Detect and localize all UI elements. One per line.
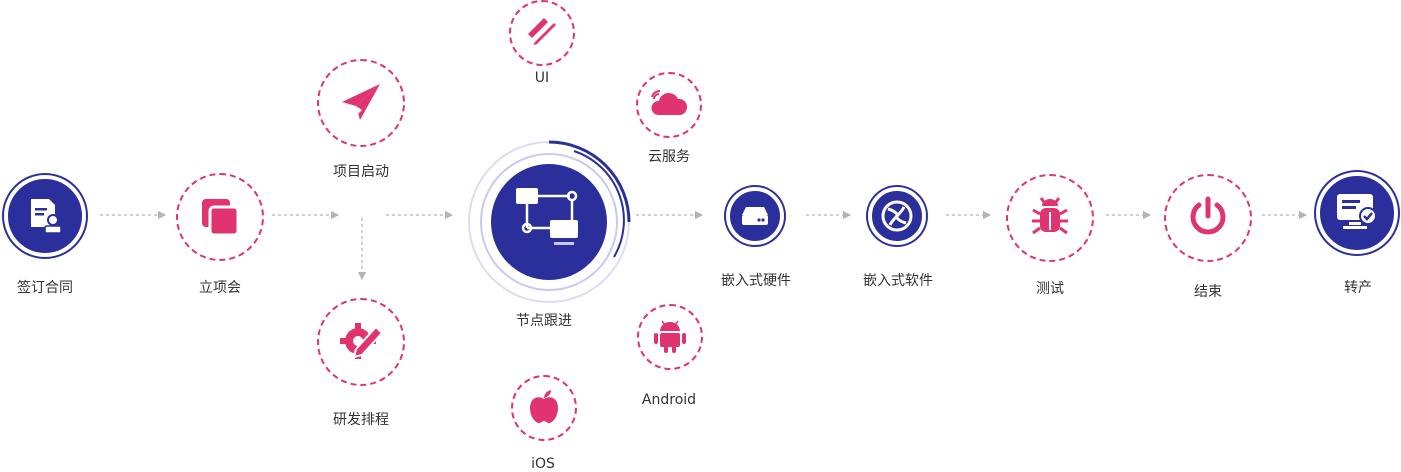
power-icon: [1190, 196, 1226, 235]
node-sign-contract-label: 签订合同: [17, 280, 73, 296]
paper-plane-icon: [342, 84, 380, 120]
node-testing-circle: [1006, 174, 1094, 262]
node-project-start-label: 项目启动: [333, 164, 389, 180]
ruler-pen-icon: [528, 18, 559, 48]
layers-icon: [202, 199, 240, 237]
node-production-label: 转产: [1344, 280, 1372, 296]
node-embedded-hw-label: 嵌入式硬件: [721, 273, 791, 289]
node-dev-schedule-label: 研发排程: [333, 412, 389, 428]
flowchart-icon: [516, 188, 578, 245]
cloud-icon: [651, 90, 688, 115]
bug-icon: [1032, 197, 1068, 235]
node-cloud-label: 云服务: [648, 149, 690, 165]
hardware-drive-icon: [742, 207, 768, 225]
node-dev-schedule-circle: [317, 298, 405, 386]
node-ui-circle: [509, 0, 575, 66]
node-finish-circle: [1164, 174, 1252, 262]
android-icon: [654, 320, 686, 353]
node-android-label: Android: [641, 392, 697, 408]
node-testing-label: 测试: [1036, 281, 1064, 297]
monitor-check-icon: [1337, 194, 1377, 229]
node-ui-label: UI: [534, 70, 550, 86]
node-ios-circle: [511, 375, 577, 441]
node-finish-label: 结束: [1194, 284, 1222, 300]
node-ios-label: iOS: [531, 456, 555, 472]
gear-pencil-icon: [340, 323, 384, 359]
node-android-circle: [637, 304, 703, 370]
node-embedded-hw-circle: [726, 187, 784, 245]
node-kickoff-meeting-label: 立项会: [199, 280, 241, 296]
node-cloud-circle: [636, 72, 702, 138]
node-tracking-label: 节点跟进: [516, 313, 572, 329]
node-production-circle: [1316, 172, 1398, 254]
node-embedded-sw-label: 嵌入式软件: [863, 273, 933, 289]
contract-stamp-icon: [31, 199, 62, 234]
node-project-start-circle: [317, 59, 405, 147]
node-kickoff-meeting-circle: [176, 173, 264, 261]
software-swirl-icon: [881, 200, 913, 232]
node-sign-contract-circle: [4, 175, 86, 257]
apple-icon: [530, 390, 558, 424]
